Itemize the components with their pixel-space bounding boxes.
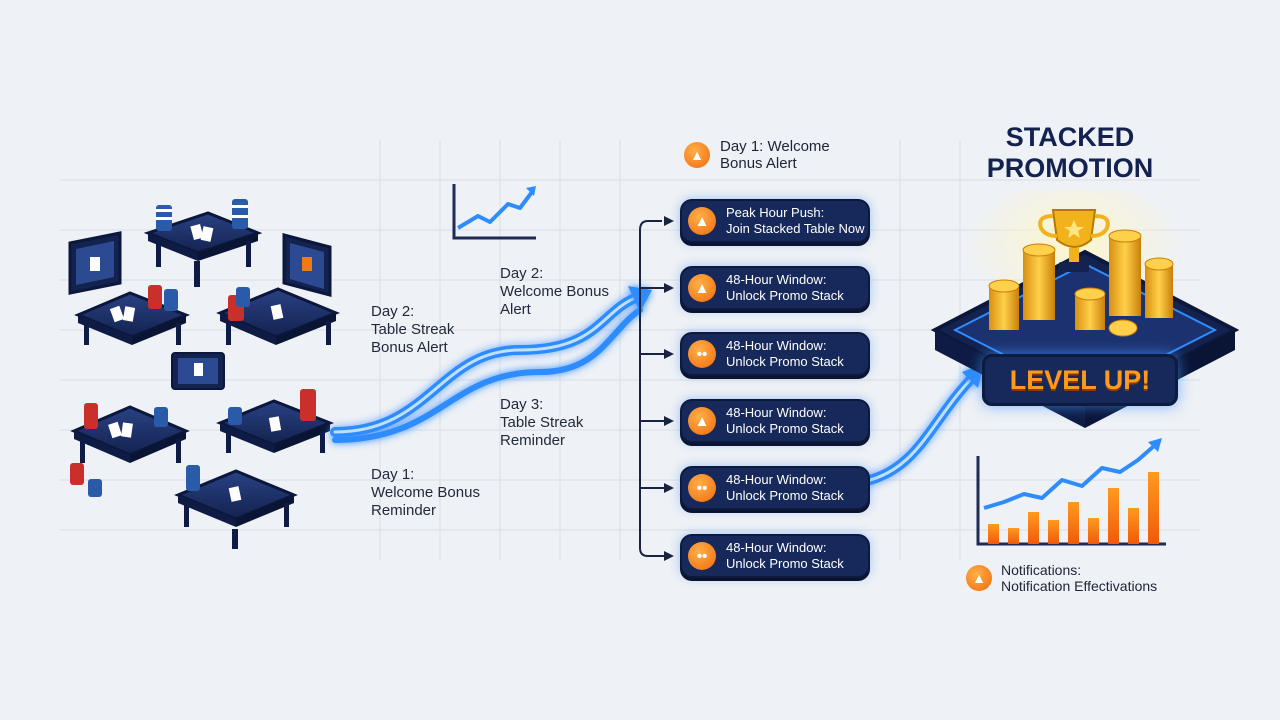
coin-stack [988, 229, 1174, 337]
notification-pill[interactable]: •• 48-Hour Window:Unlock Promo Stack [680, 534, 870, 578]
notification-pill[interactable]: ▲ 48-Hour Window:Unlock Promo Stack [680, 399, 870, 443]
notification-title: 48-Hour Window: [726, 338, 827, 353]
chart-bar [1068, 502, 1079, 544]
top-alert-line1: Day 1: Welcome [720, 138, 830, 155]
trend-chart-icon [452, 184, 536, 240]
promotion-title-line1: STACKED [1005, 122, 1135, 152]
poker-table [216, 389, 335, 453]
chat-icon: •• [688, 340, 716, 368]
chart-bar [1028, 512, 1039, 544]
notification-title: 48-Hour Window: [726, 472, 827, 487]
chart-bar [1048, 520, 1059, 544]
top-alert-line2: Bonus Alert [720, 155, 797, 172]
chat-icon: •• [688, 474, 716, 502]
notification-title: 48-Hour Window: [726, 405, 827, 420]
legend-line1: Notifications: [1001, 562, 1082, 578]
chat-icon: •• [688, 542, 716, 570]
poker-tables-illustration [68, 199, 340, 549]
notification-legend: ▲ Notifications: Notification Effectivat… [966, 562, 1157, 594]
bell-icon: ▲ [966, 565, 992, 591]
chart-bar [988, 524, 999, 544]
top-alert: ▲ Day 1: Welcome Bonus Alert [684, 138, 830, 172]
chart-bar [1088, 518, 1099, 544]
promotion-title: STACKED PROMOTION [960, 122, 1180, 184]
notification-pill[interactable]: ▲ Peak Hour Push:Join Stacked Table Now [680, 199, 870, 243]
monitor-icon [68, 231, 122, 295]
notification-title: 48-Hour Window: [726, 272, 827, 287]
trophy-icon [1038, 209, 1110, 272]
chart-bar [1008, 528, 1019, 544]
notification-title: 48-Hour Window: [726, 540, 827, 555]
notification-subtitle: Unlock Promo Stack [726, 288, 844, 303]
effectiveness-chart [976, 438, 1166, 546]
notification-subtitle: Unlock Promo Stack [726, 354, 844, 369]
step-label-day3-table-streak: Day 3: Table Streak Reminder [500, 396, 584, 449]
notification-pill[interactable]: •• 48-Hour Window:Unlock Promo Stack [680, 332, 870, 376]
notification-subtitle: Unlock Promo Stack [726, 488, 844, 503]
trend-line [983, 444, 1156, 510]
chart-bar [1148, 472, 1159, 544]
poker-table [74, 285, 191, 345]
promotion-title-line2: PROMOTION [986, 153, 1154, 183]
bell-icon: ▲ [688, 407, 716, 435]
notification-subtitle: Join Stacked Table Now [726, 221, 865, 236]
notification-title: Peak Hour Push: [726, 205, 825, 220]
notification-subtitle: Unlock Promo Stack [726, 421, 844, 436]
notification-pill[interactable]: •• 48-Hour Window:Unlock Promo Stack [680, 466, 870, 510]
step-label-day2-table-streak: Day 2: Table Streak Bonus Alert [371, 303, 455, 356]
notification-subtitle: Unlock Promo Stack [726, 556, 844, 571]
step-label-day1-welcome-reminder: Day 1: Welcome Bonus Reminder [371, 466, 480, 519]
tablet-icon [171, 352, 225, 390]
chart-bar [1108, 488, 1119, 544]
monitor-icon [282, 233, 332, 297]
poker-table [174, 465, 298, 549]
notification-pill[interactable]: ▲ 48-Hour Window:Unlock Promo Stack [680, 266, 870, 310]
bell-icon: ▲ [688, 207, 716, 235]
legend-line2: Notification Effectivations [1001, 578, 1158, 594]
bell-icon: ▲ [684, 142, 710, 168]
chart-bar [1128, 508, 1139, 544]
step-label-day2-welcome-alert: Day 2: Welcome Bonus Alert [500, 265, 609, 318]
poker-table [216, 287, 340, 345]
chip-stack [156, 199, 248, 231]
poker-table [143, 211, 263, 287]
level-up-badge: LEVEL UP! [982, 354, 1178, 406]
poker-table [70, 403, 190, 497]
bell-icon: ▲ [688, 274, 716, 302]
